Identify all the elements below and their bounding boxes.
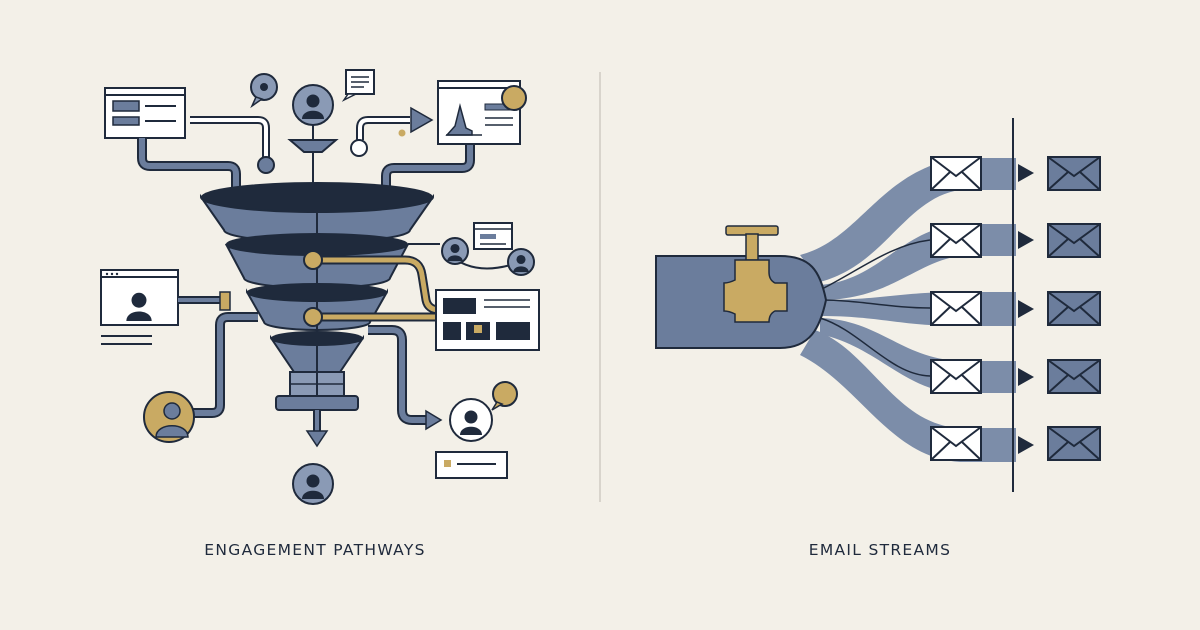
email-envelope-icon [930, 291, 982, 326]
arrow-down-icon [305, 430, 329, 448]
email-streams-caption: EMAIL STREAMS [808, 541, 952, 559]
inbox-envelope-icon [1047, 291, 1101, 326]
faucet-valve-icon [723, 225, 788, 323]
engagement-pathways-panel [100, 69, 540, 505]
inbox-envelope-icon [1047, 156, 1101, 191]
user-avatar-icon [143, 391, 195, 443]
engagement-pathways-caption: ENGAGEMENT PATHWAYS [204, 541, 426, 559]
email-envelope-icon [930, 223, 982, 258]
connector-node [303, 250, 323, 270]
user-avatar-icon [292, 84, 334, 126]
analytics-chart-window [437, 80, 527, 145]
profile-window [100, 269, 179, 345]
arrow-right-icon [425, 409, 443, 431]
inbox-envelope-icon [1047, 223, 1101, 258]
web-window-icon [104, 87, 186, 139]
user-avatar-icon [449, 398, 493, 442]
notification-bubble-icon [491, 381, 518, 411]
user-avatar-icon [292, 463, 334, 505]
connector-node [257, 156, 275, 174]
email-envelope-icon [930, 156, 982, 191]
document-icon [341, 69, 375, 102]
message-card-icon [435, 451, 508, 479]
funnel [199, 182, 435, 411]
email-envelope-icon [930, 426, 982, 461]
stream-arrows [1018, 164, 1034, 454]
email-streams [800, 158, 1016, 462]
connector-node [303, 307, 323, 327]
chat-bubble-icon [250, 73, 278, 109]
dashboard-window [435, 289, 540, 351]
arrow-right-icon [410, 106, 434, 134]
inbox-envelope-icon [1047, 426, 1101, 461]
group-chat-icon [441, 222, 535, 276]
notification-dot [501, 85, 527, 111]
email-envelope-icon [930, 359, 982, 394]
stream-lines [819, 239, 931, 377]
email-streams-panel [655, 118, 1101, 492]
inbox-envelope-icon [1047, 359, 1101, 394]
